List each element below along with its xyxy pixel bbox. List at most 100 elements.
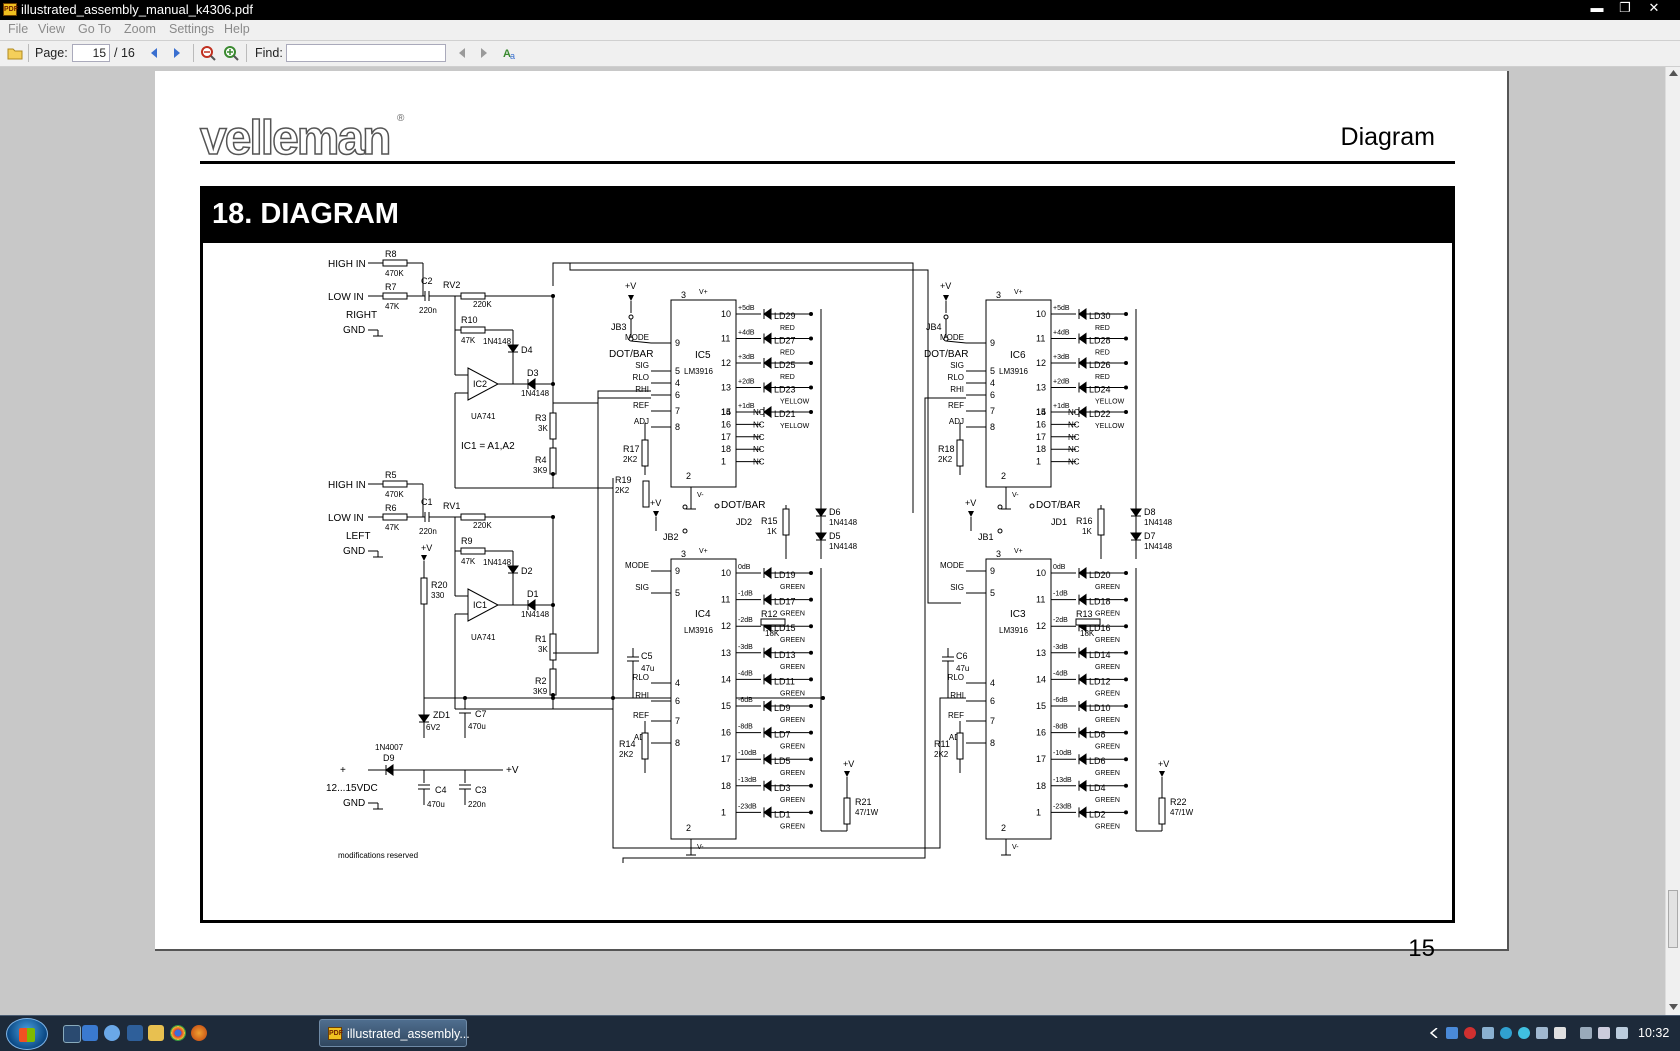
header-rule [200, 161, 1455, 164]
find-next-icon[interactable] [478, 47, 490, 59]
pin-number: 5 [675, 588, 680, 598]
db-label: -10dB [1053, 750, 1072, 757]
monitor-icon[interactable] [1580, 1027, 1592, 1039]
find-previous-icon[interactable] [456, 47, 468, 59]
pin-number: 11 [1036, 334, 1045, 344]
jumper-pin [628, 314, 634, 320]
taskbar: PDF illustrated_assembly... 10:32 [0, 1015, 1680, 1051]
minimize-button[interactable]: ▬ [1590, 0, 1604, 15]
schematic-label: 3K9 [533, 687, 548, 696]
led-diode [763, 381, 772, 394]
toolbar-separator [246, 44, 247, 62]
update-icon[interactable] [1500, 1027, 1512, 1039]
schematic-label: 1N4148 [829, 518, 858, 527]
menu-help[interactable]: Help [224, 22, 250, 36]
resistor [843, 797, 851, 825]
svg-text:a: a [510, 51, 515, 61]
show-desktop-icon[interactable] [63, 1025, 81, 1043]
junction-dot [551, 696, 555, 700]
explorer-icon[interactable] [82, 1025, 98, 1041]
pin-number: 16 [1036, 728, 1046, 738]
sync-icon[interactable] [1482, 1027, 1494, 1039]
schematic-label: 2K2 [934, 750, 949, 759]
network-icon[interactable] [1446, 1027, 1458, 1039]
led-diode [763, 726, 772, 739]
led-name: LD2 [1089, 809, 1106, 819]
scroll-down-icon[interactable] [1669, 1004, 1678, 1010]
led-diode [1078, 700, 1087, 712]
messenger-icon[interactable] [1518, 1027, 1530, 1039]
ie-icon[interactable] [104, 1025, 120, 1041]
menu-zoom[interactable]: Zoom [124, 22, 156, 36]
volume-icon[interactable] [1598, 1027, 1610, 1039]
scroll-up-icon[interactable] [1669, 70, 1678, 76]
menu-goto[interactable]: Go To [78, 22, 112, 36]
chrome-icon[interactable] [170, 1025, 186, 1041]
jumper-pin [943, 314, 949, 320]
close-button[interactable]: ✕ [1648, 0, 1660, 15]
schematic-label: 220n [419, 527, 437, 536]
pdf-app-icon: PDF [328, 1027, 343, 1040]
pin-number: 9 [990, 338, 995, 348]
db-label: +1dB [1053, 403, 1070, 410]
menu-view[interactable]: View [38, 22, 65, 36]
match-case-icon[interactable]: A a [502, 45, 518, 61]
wire [945, 340, 967, 344]
led-color: RED [780, 325, 795, 332]
schematic-label: 470u [468, 722, 486, 731]
led-name: LD20 [1089, 570, 1111, 580]
tray-expand-icon[interactable] [1430, 1028, 1438, 1038]
schematic-label: C5 [641, 651, 653, 661]
menu-settings[interactable]: Settings [169, 22, 215, 36]
diode [1130, 532, 1142, 541]
start-button[interactable] [6, 1018, 48, 1050]
search-icon[interactable] [1536, 1027, 1548, 1039]
computer-icon[interactable] [127, 1025, 143, 1041]
open-folder-icon[interactable] [7, 46, 23, 60]
db-label: +3dB [738, 354, 755, 361]
schematic-label: +V [421, 543, 432, 553]
zoom-out-icon[interactable] [200, 45, 217, 62]
led-color: RED [1095, 325, 1110, 332]
taskbar-pdf-window-button[interactable]: PDF illustrated_assembly... [319, 1019, 470, 1047]
find-label: Find: [255, 46, 283, 60]
pin-number: 14 [721, 674, 731, 684]
section-heading-bar: 18. DIAGRAM [200, 186, 1455, 243]
power-icon[interactable] [1616, 1027, 1628, 1039]
pin-number: 7 [990, 716, 995, 726]
ic-pin-label: SIG [950, 583, 964, 592]
page-number-input[interactable]: 15 [72, 44, 110, 62]
ic-pin-label: RLO [633, 373, 649, 382]
pin-number: 17 [1036, 754, 1046, 764]
folder-icon[interactable] [148, 1025, 164, 1041]
previous-page-icon[interactable] [148, 47, 160, 59]
junction-dot [809, 312, 813, 316]
supply-arrow [844, 771, 850, 777]
display-icon[interactable] [1554, 1027, 1566, 1039]
pin-number: 7 [990, 406, 995, 416]
resistor [956, 732, 964, 760]
wire [630, 340, 652, 344]
scroll-thumb[interactable] [1668, 890, 1678, 948]
security-icon[interactable] [1464, 1027, 1476, 1039]
resistor [460, 547, 486, 555]
db-label: +4dB [1053, 330, 1070, 337]
vertical-scrollbar[interactable] [1665, 67, 1680, 1015]
ic-pin-label: REF [633, 401, 649, 410]
menu-file[interactable]: File [8, 22, 29, 36]
led-color: GREEN [780, 611, 805, 618]
zoom-in-icon[interactable] [223, 45, 240, 62]
jumper-label: JD1 [1051, 517, 1067, 527]
led-diode [763, 806, 772, 819]
schematic-label: D3 [527, 368, 539, 378]
maximize-button[interactable]: ❐ [1619, 0, 1631, 15]
schematic-label: 2K2 [619, 750, 634, 759]
db-label: -6dB [738, 697, 753, 704]
find-input[interactable] [286, 44, 446, 62]
junction-dot [1124, 336, 1128, 341]
schematic-label: 6V2 [426, 723, 441, 732]
firefox-icon[interactable] [191, 1025, 207, 1041]
next-page-icon[interactable] [171, 47, 183, 59]
pin-number: 7 [675, 716, 680, 726]
